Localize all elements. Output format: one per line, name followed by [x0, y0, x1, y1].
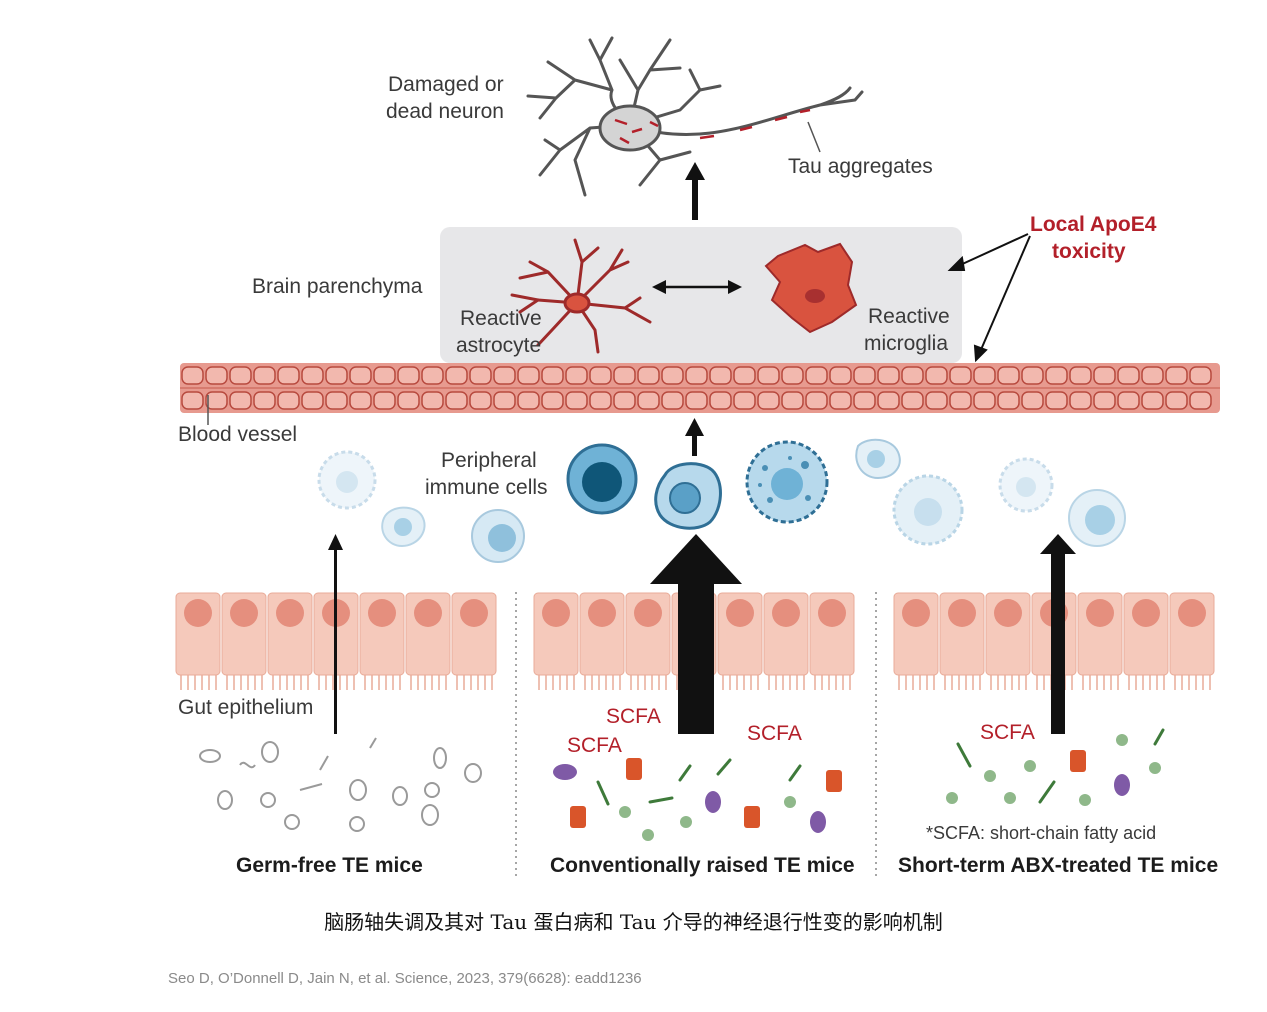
- scfa-label-conv-1: SCFA: [606, 705, 661, 728]
- peripheral-immune-label-1: Peripheral: [441, 449, 537, 472]
- gut-epithelium: [175, 592, 1215, 690]
- vessel-wall-cells: [181, 366, 1212, 410]
- citation: Seo D, O’Donnell D, Jain N, et al. Scien…: [168, 970, 642, 987]
- damaged-neuron-label-1: Damaged or: [388, 73, 504, 96]
- brain-parenchyma-label: Brain parenchyma: [252, 275, 423, 298]
- damaged-neuron-label-2: dead neuron: [386, 100, 504, 123]
- arrow-up-to-vessel: [685, 418, 704, 456]
- astrocyte-microglia-arrow: [652, 280, 742, 294]
- gut-brain-axis-diagram: Damaged or dead neuron Tau aggregates Br…: [175, 36, 1220, 880]
- conventional-microbes: [553, 758, 842, 841]
- arrow-abx-medium: [1040, 534, 1076, 734]
- tau-aggregates-pointer: [807, 121, 821, 153]
- reactive-microglia-label-2: microglia: [864, 332, 948, 355]
- tau-aggregate-marks: [614, 108, 811, 145]
- reactive-microglia-label-1: Reactive: [868, 305, 950, 328]
- gut-epithelium-label: Gut epithelium: [178, 696, 313, 719]
- reactive-astrocyte-label-2: astrocyte: [456, 334, 541, 357]
- damaged-neuron-icon: [526, 36, 864, 197]
- germ-free-microbe-outlines: [199, 737, 482, 832]
- immune-cell-large-dark: [566, 443, 638, 515]
- scfa-footnote: *SCFA: short-chain fatty acid: [926, 823, 1156, 843]
- scfa-label-conv-3: SCFA: [747, 722, 802, 745]
- peripheral-immune-label-2: immune cells: [425, 476, 548, 499]
- immune-cell-pale-left: [381, 506, 426, 548]
- panel-title-abx: Short-term ABX-treated TE mice: [898, 854, 1218, 877]
- immune-cell-pale-spiky: [892, 474, 964, 546]
- apoe4-pointer-arrows: [947, 233, 1031, 363]
- immune-cell-pale-spiky-2: [998, 457, 1054, 513]
- immune-cell-pale-far-right: [1068, 489, 1126, 547]
- immune-cell-pale-mid: [471, 509, 525, 563]
- scfa-label-conv-2: SCFA: [567, 734, 622, 757]
- immune-cell-granular: [745, 440, 829, 524]
- reactive-microglia-icon: [764, 242, 858, 334]
- panel-title-conventional: Conventionally raised TE mice: [550, 854, 855, 877]
- blood-vessel-label: Blood vessel: [178, 423, 297, 446]
- figure-caption: 脑肠轴失调及其对 Tau 蛋白病和 Tau 介导的神经退行性变的影响机制: [324, 910, 943, 934]
- reactive-astrocyte-label-1: Reactive: [460, 307, 542, 330]
- arrow-germ-free-thin: [328, 534, 343, 734]
- panel-title-germ-free: Germ-free TE mice: [236, 854, 423, 877]
- scfa-label-abx: SCFA: [980, 721, 1035, 744]
- immune-cell-pale-right: [855, 438, 901, 480]
- tau-aggregates-label: Tau aggregates: [788, 155, 933, 178]
- blood-vessel: [180, 363, 1220, 413]
- arrow-conventional-thick: [650, 534, 742, 734]
- immune-cell-pale-left-spiky: [317, 450, 377, 510]
- arrow-up-to-neuron: [685, 162, 705, 220]
- reactive-astrocyte-icon: [510, 238, 652, 354]
- abx-microbes: [946, 728, 1165, 806]
- local-apoe4-label-2: toxicity: [1052, 240, 1126, 263]
- immune-cell-monocyte: [654, 462, 722, 530]
- local-apoe4-label-1: Local ApoE4: [1030, 213, 1157, 236]
